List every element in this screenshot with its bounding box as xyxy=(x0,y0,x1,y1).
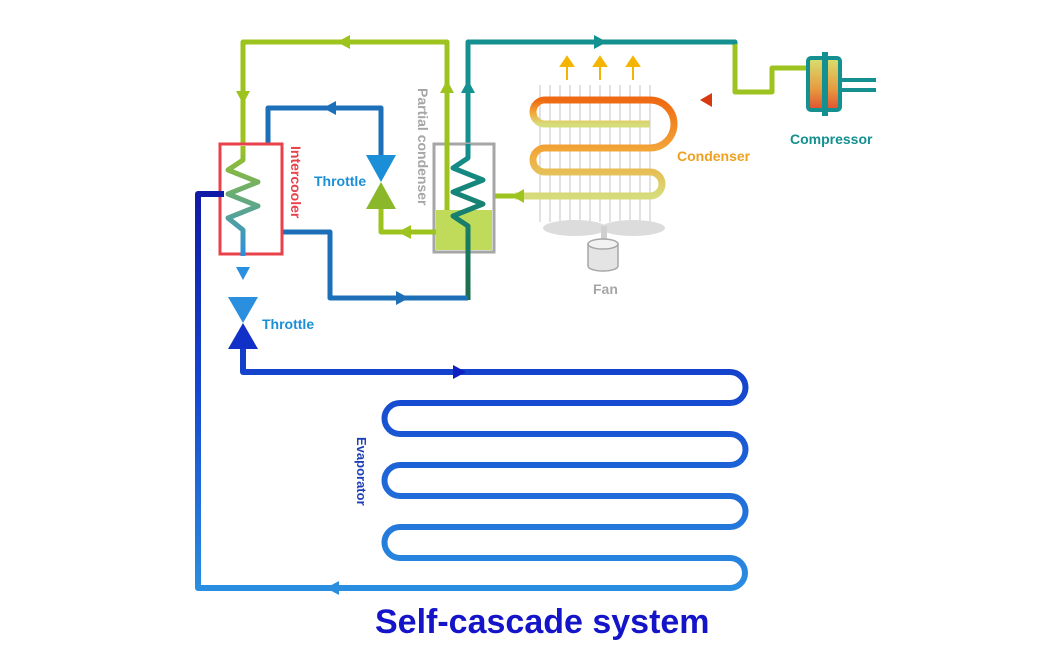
flow-arrow-icon xyxy=(398,225,411,239)
fan-icon xyxy=(543,220,665,272)
condenser-fins xyxy=(539,85,651,222)
flow-arrow-icon xyxy=(236,91,250,104)
partial-condenser xyxy=(432,142,496,300)
fan-label: Fan xyxy=(593,281,618,297)
evaporator-label: Evaporator xyxy=(354,437,369,506)
piston-compressor-icon xyxy=(732,42,876,116)
flow-arrow-icon xyxy=(594,35,607,49)
flow-arrow-icon xyxy=(461,80,475,93)
diagram-title: Self-cascade system xyxy=(375,603,710,641)
evaporator-coil xyxy=(195,191,749,591)
flow-arrow-icon xyxy=(440,80,454,93)
throttle-valve-icon xyxy=(228,297,258,349)
flow-arrow-icon xyxy=(337,35,350,49)
flow-arrow-icon xyxy=(323,101,336,115)
flow-arrow-icon xyxy=(700,93,712,107)
flow-arrow-icon xyxy=(326,581,339,595)
throttle-valve-icon xyxy=(366,155,396,209)
condenser-label: Condenser xyxy=(677,148,751,164)
flow-arrow-icon xyxy=(512,189,524,203)
upper-throttle-line xyxy=(265,105,384,160)
condenser-coil xyxy=(515,96,678,200)
flow-arrow-icon xyxy=(453,365,466,379)
heat-arrow-icon xyxy=(559,55,641,80)
compressor-label: Compressor xyxy=(790,131,873,147)
intercooler-label: Intercooler xyxy=(288,146,304,219)
throttle-lower-label: Throttle xyxy=(262,316,314,332)
condenser-coil-top xyxy=(529,96,650,128)
intercooler xyxy=(218,142,284,256)
flow-arrow-icon xyxy=(396,291,409,305)
liquid-line-to-throttle xyxy=(378,205,436,235)
throttle-upper-label: Throttle xyxy=(314,173,366,189)
flow-arrow-icon xyxy=(236,267,250,280)
partial-condenser-label: Partial condenser xyxy=(415,88,431,206)
